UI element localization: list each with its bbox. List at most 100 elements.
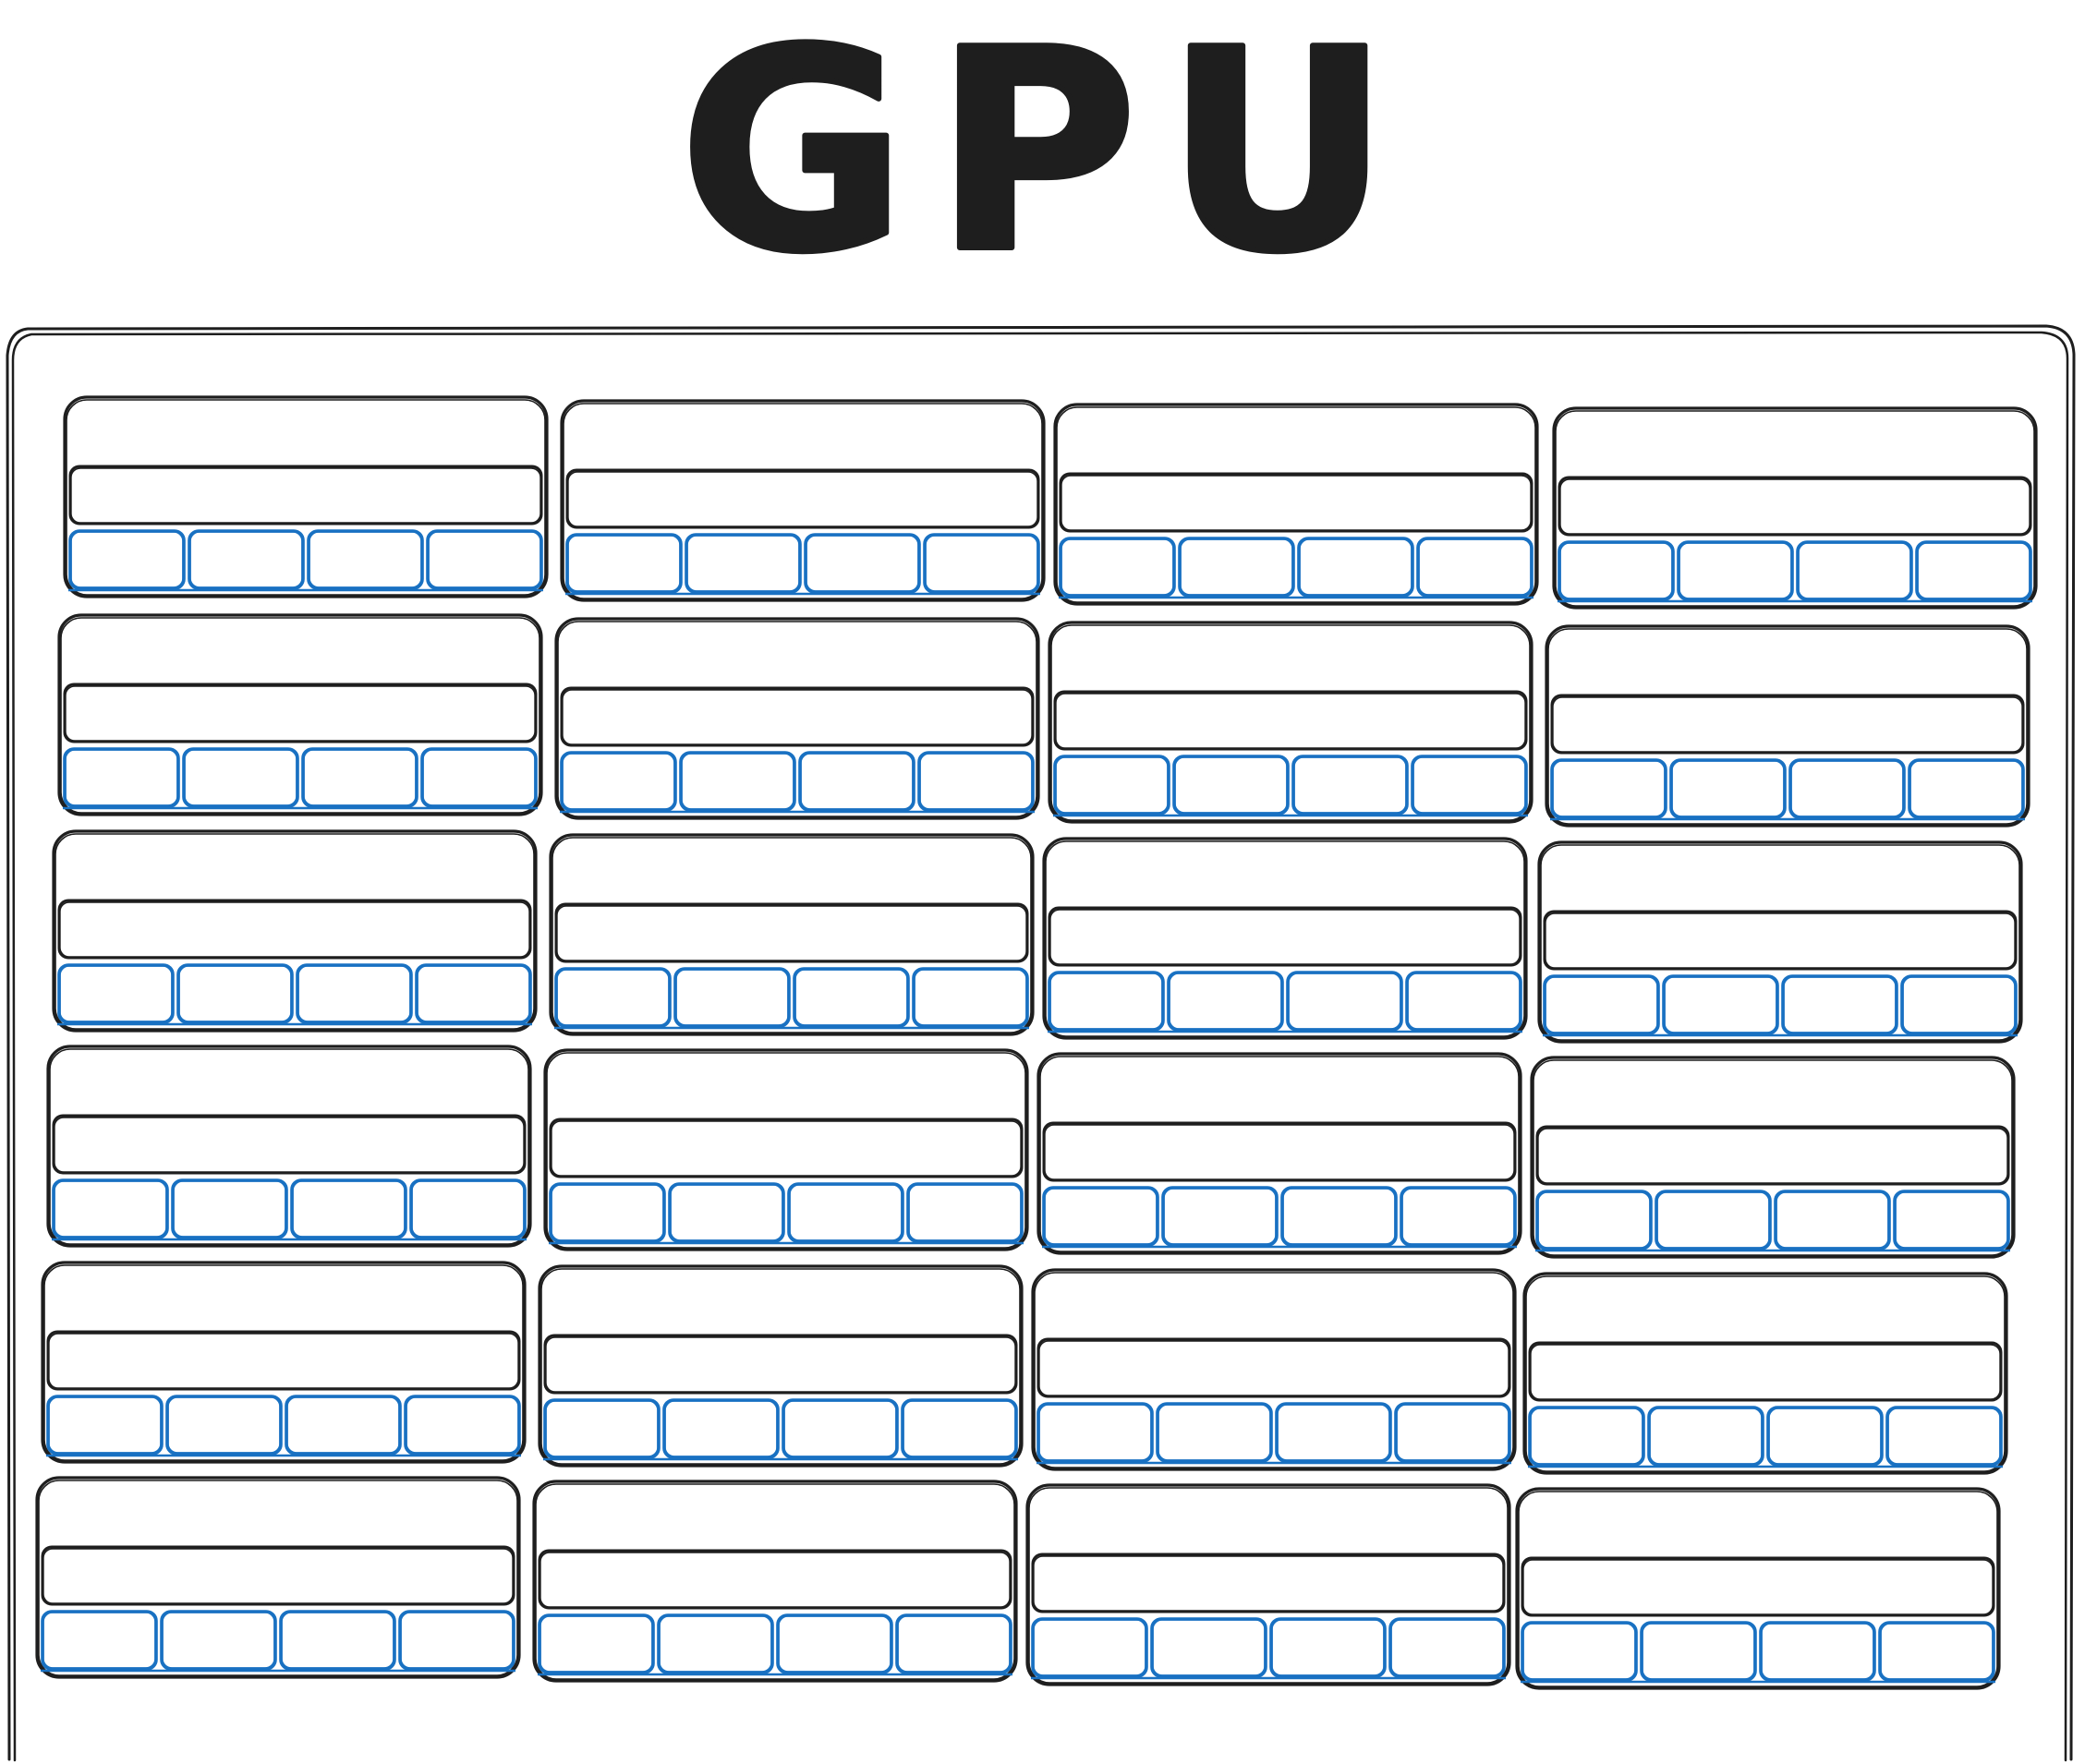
sm-core-cell-sketch bbox=[800, 753, 914, 810]
sm-core-cell-sketch bbox=[1783, 976, 1897, 1033]
sm-core-cell bbox=[1558, 540, 1675, 601]
sm-core-cell-sketch bbox=[281, 1612, 394, 1669]
sm-core-cell-sketch bbox=[1642, 1623, 1755, 1680]
sm-core-cell-sketch bbox=[1293, 756, 1407, 814]
sm-core-cell-sketch bbox=[167, 1396, 281, 1454]
sm-unit-bar bbox=[1550, 694, 2025, 755]
sm-core-cell bbox=[549, 1182, 666, 1243]
sm-unit bbox=[1522, 1272, 2008, 1475]
sm-core-cell-sketch bbox=[309, 531, 422, 588]
sm-unit-bar bbox=[57, 899, 532, 960]
sm-unit-outline bbox=[1530, 1056, 2016, 1259]
sm-core-cell bbox=[1788, 758, 1906, 819]
sm-core-cell-sketch bbox=[686, 535, 800, 592]
sm-core-cell-sketch bbox=[286, 1396, 400, 1454]
sm-core-cell-sketch bbox=[292, 1180, 406, 1238]
sm-unit bbox=[1053, 403, 1539, 606]
sm-unit-outline bbox=[63, 395, 549, 598]
sm-unit-bar-sketch bbox=[562, 689, 1033, 745]
sm-unit bbox=[35, 1476, 521, 1679]
sm-core-cell bbox=[426, 529, 543, 590]
sm-core-cell-sketch bbox=[1761, 1623, 1874, 1680]
sm-unit-bar bbox=[41, 1545, 515, 1606]
sm-unit-bar-sketch bbox=[1559, 478, 2030, 535]
sm-core-cell-sketch bbox=[664, 1400, 778, 1457]
sm-core-cell-sketch bbox=[1038, 1404, 1152, 1461]
sm-unit-outline bbox=[1522, 1272, 2008, 1475]
sm-unit-outline-sketch bbox=[1547, 628, 2028, 825]
sm-unit bbox=[1545, 624, 2030, 828]
sm-unit-outline-sketch bbox=[66, 399, 546, 596]
sm-unit bbox=[63, 395, 549, 598]
sm-core-cell-sketch bbox=[1044, 1188, 1158, 1245]
sm-core-cell bbox=[57, 963, 175, 1024]
sm-core-cell-sketch bbox=[1061, 538, 1174, 596]
sm-core-cell-sketch bbox=[1163, 1188, 1277, 1245]
sm-core-cell-sketch bbox=[1418, 538, 1532, 596]
sm-unit-bar-sketch bbox=[567, 471, 1038, 527]
sm-core-cell-sketch bbox=[422, 749, 536, 806]
gpu-title: GPU bbox=[679, 0, 1418, 313]
sm-core-cell-sketch bbox=[178, 965, 292, 1022]
sm-unit-outline bbox=[1545, 624, 2030, 828]
sm-core-cell bbox=[1908, 758, 2025, 819]
sm-unit-bar bbox=[1059, 472, 1533, 533]
sm-core-cell bbox=[782, 1398, 899, 1459]
sm-core-cell-sketch bbox=[1158, 1404, 1271, 1461]
sm-unit-bar bbox=[1528, 1341, 2003, 1402]
sm-core-cell bbox=[565, 533, 683, 594]
sm-unit-bar-sketch bbox=[1055, 693, 1526, 749]
sm-unit bbox=[538, 1264, 1024, 1468]
sm-core-cell-sketch bbox=[1545, 976, 1658, 1033]
sm-core-cell-sketch bbox=[1552, 760, 1666, 817]
sm-core-cell-sketch bbox=[778, 1615, 891, 1673]
sm-unit-outline bbox=[1042, 837, 1528, 1040]
sm-core-cell bbox=[1521, 1621, 1638, 1682]
sm-core-cell-sketch bbox=[1656, 1191, 1770, 1249]
sm-core-cell bbox=[1640, 1621, 1757, 1682]
sm-core-cell bbox=[1405, 971, 1522, 1032]
sm-core-cell bbox=[63, 747, 180, 808]
sm-core-cell bbox=[1915, 540, 2032, 601]
sm-unit-bar-sketch bbox=[1537, 1128, 2008, 1184]
sm-core-cell-sketch bbox=[551, 1184, 664, 1241]
sm-core-cell bbox=[1535, 1190, 1653, 1251]
sm-core-cell bbox=[1178, 537, 1295, 598]
sm-unit-bar bbox=[1048, 906, 1522, 967]
sm-core-cell-sketch bbox=[1917, 542, 2030, 599]
sm-unit-outline-sketch bbox=[43, 1264, 524, 1461]
sm-unit-bar-sketch bbox=[42, 1548, 514, 1604]
sm-unit bbox=[57, 613, 543, 816]
sm-core-cell bbox=[906, 1182, 1024, 1243]
sm-core-cell-sketch bbox=[48, 1396, 162, 1454]
sm-core-cell bbox=[285, 1395, 402, 1456]
sm-unit-outline-sketch bbox=[1533, 1059, 2013, 1256]
sm-core-cell bbox=[804, 533, 921, 594]
sm-core-cell-sketch bbox=[1768, 1408, 1882, 1465]
sm-unit-outline bbox=[1048, 621, 1533, 824]
sm-core-cell-sketch bbox=[908, 1184, 1022, 1241]
sm-unit-outline-sketch bbox=[1028, 1487, 1509, 1684]
sm-core-cell bbox=[1031, 1617, 1148, 1678]
sm-core-cell bbox=[1647, 1406, 1764, 1467]
sm-unit bbox=[52, 829, 538, 1033]
sm-core-cell bbox=[1042, 1186, 1159, 1247]
sm-unit-outline-sketch bbox=[1525, 1275, 2006, 1472]
sm-core-cell bbox=[398, 1610, 515, 1671]
sm-unit-outline bbox=[543, 1048, 1029, 1251]
sm-core-cell bbox=[1759, 1621, 1876, 1682]
sm-core-cell-sketch bbox=[411, 1180, 525, 1238]
sm-core-cell bbox=[1900, 974, 2018, 1035]
sm-core-cell-sketch bbox=[54, 1180, 167, 1238]
sm-core-cell-sketch bbox=[1790, 760, 1904, 817]
sm-core-cell bbox=[1893, 1190, 2010, 1251]
sm-unit bbox=[1031, 1268, 1517, 1471]
sm-core-cell bbox=[1781, 974, 1898, 1035]
sm-unit-bar bbox=[565, 468, 1040, 529]
sm-core-cell bbox=[912, 967, 1029, 1028]
sm-unit-outline-sketch bbox=[1034, 1272, 1514, 1468]
sm-unit-outline-sketch bbox=[49, 1048, 529, 1245]
sm-core-cell bbox=[1416, 537, 1533, 598]
sm-unit-outline-sketch bbox=[546, 1052, 1026, 1249]
sm-core-cell-sketch bbox=[1288, 973, 1401, 1030]
